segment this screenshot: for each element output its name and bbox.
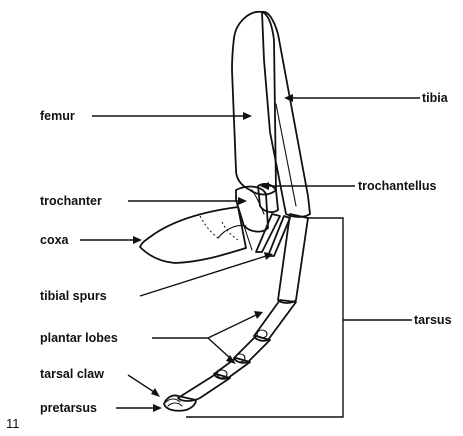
trochanter-arrowhead xyxy=(238,197,247,205)
pretarsus-arrowhead xyxy=(153,404,162,412)
coxa-shape xyxy=(140,207,246,263)
tarsomere-2 xyxy=(254,300,296,341)
label-femur: femur xyxy=(40,109,75,123)
plantar-lobes-leader-upper xyxy=(208,315,256,338)
label-plantar-lobes: plantar lobes xyxy=(40,331,118,345)
label-trochantellus: trochantellus xyxy=(358,179,437,193)
label-coxa: coxa xyxy=(40,233,70,247)
figure-number: 11 xyxy=(6,416,20,431)
leader-lines xyxy=(80,94,420,417)
label-tarsus: tarsus xyxy=(414,313,452,327)
leg-drawing xyxy=(140,12,310,411)
label-pretarsus: pretarsus xyxy=(40,401,97,415)
tarsomere-1 xyxy=(278,214,308,303)
label-tibia: tibia xyxy=(422,91,449,105)
coxa-arrowhead xyxy=(133,236,142,244)
femur-shape xyxy=(232,12,276,214)
tibial-spurs-leader xyxy=(140,256,266,296)
tarsal-claw-arrowhead xyxy=(151,388,160,397)
labels: femur tibia trochanter trochantellus cox… xyxy=(6,91,452,431)
tarsal-claw-leader xyxy=(128,375,154,392)
plantar-lobes-leader-lower xyxy=(208,338,230,358)
label-tibial-spurs: tibial spurs xyxy=(40,289,107,303)
trochanter-shape xyxy=(236,187,268,250)
label-tarsal-claw: tarsal claw xyxy=(40,367,104,381)
femur-arrowhead xyxy=(243,112,252,120)
label-trochanter: trochanter xyxy=(40,194,102,208)
